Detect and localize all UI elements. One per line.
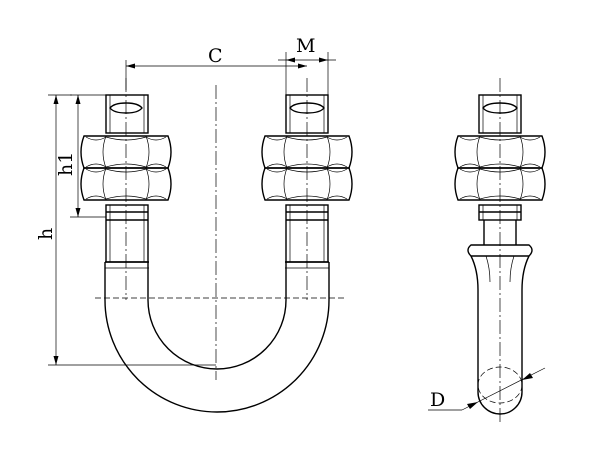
u-bend-inner — [147, 262, 287, 370]
dimension-m: M — [278, 35, 336, 95]
dimension-c-label: C — [208, 45, 223, 67]
dimension-d: D — [428, 367, 546, 411]
dimension-h1-label: h1 — [55, 152, 77, 176]
dimension-h: h — [35, 94, 216, 366]
dimension-h-label: h — [35, 228, 57, 240]
dimension-d-label: D — [430, 389, 445, 411]
u-bend-outer — [104, 262, 330, 413]
dimension-c: C — [125, 45, 307, 90]
left-leg — [105, 78, 149, 300]
dimension-h1: h1 — [55, 94, 106, 218]
front-view: C M h1 h — [35, 35, 353, 413]
dimension-m-label: M — [296, 35, 315, 57]
side-view: D — [428, 78, 546, 425]
right-leg — [285, 78, 329, 300]
